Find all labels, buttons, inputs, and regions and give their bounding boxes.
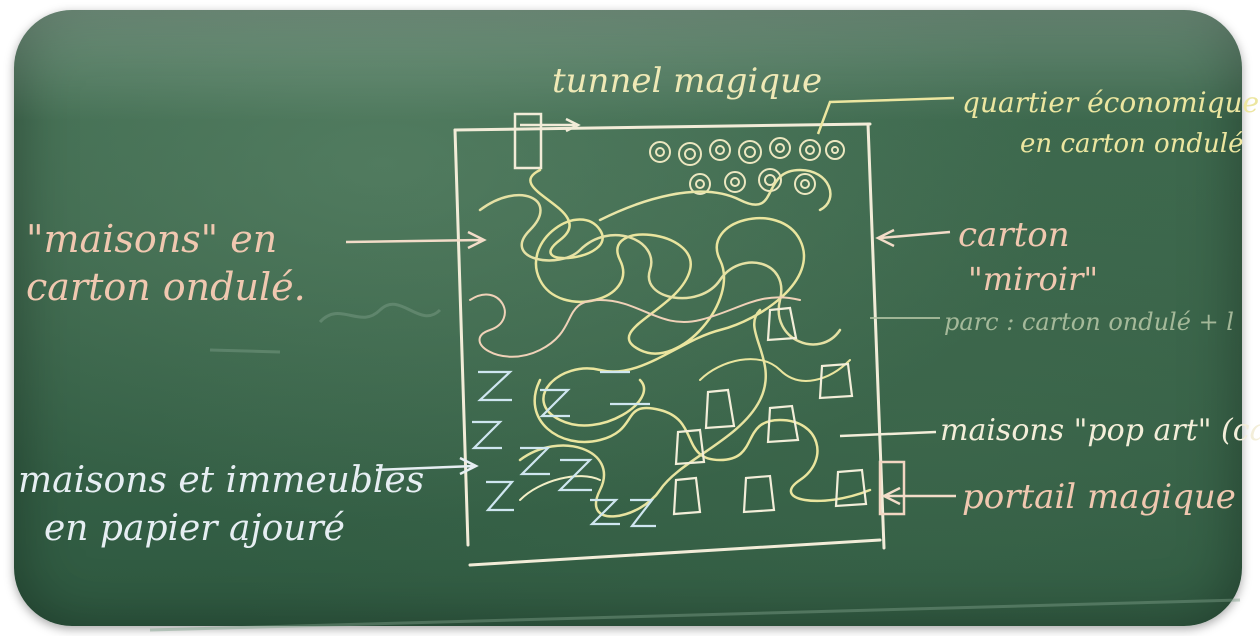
label-immeubles-line1: maisons et immeubles <box>18 460 424 501</box>
line-pop-art-icon <box>839 430 937 438</box>
label-maisons-line1: "maisons" en <box>26 217 277 261</box>
arrow-immeubles-icon <box>375 456 479 476</box>
label-carton: carton <box>958 215 1070 255</box>
diagram-square <box>453 122 886 567</box>
label-portail: portail magique <box>962 477 1236 517</box>
arrow-carton-icon <box>875 228 951 248</box>
label-pop-art: maisons "pop art" (ca <box>940 413 1260 448</box>
chalkboard-photo <box>14 10 1242 626</box>
arrow-portail-icon <box>881 486 956 506</box>
title-label: tunnel magique <box>552 61 822 101</box>
right-annotations: quartier économique en carton ondulé car… <box>816 86 1260 517</box>
arrow-maisons-icon <box>345 230 487 250</box>
tunnel-entrance-icon <box>513 112 581 170</box>
label-quartier-line1: quartier économique <box>962 86 1259 119</box>
pop-art-houses <box>672 306 868 516</box>
portal-icon <box>878 460 906 516</box>
label-miroir: "miroir" <box>968 260 1098 298</box>
tunnel-curves <box>469 168 872 518</box>
swirls-area <box>649 137 845 195</box>
label-maisons-line2: carton ondulé. <box>26 265 306 309</box>
label-immeubles-line2: en papier ajouré <box>44 508 345 549</box>
erased-marks <box>149 302 1241 632</box>
label-quartier-line2: en carton ondulé <box>1020 129 1244 159</box>
arrow-quartier-icon <box>816 96 955 135</box>
label-parc: parc : carton ondulé + l <box>944 308 1234 336</box>
left-annotations: "maisons" en carton ondulé. maisons et i… <box>18 217 487 549</box>
papier-ajoure-buildings <box>471 370 656 528</box>
